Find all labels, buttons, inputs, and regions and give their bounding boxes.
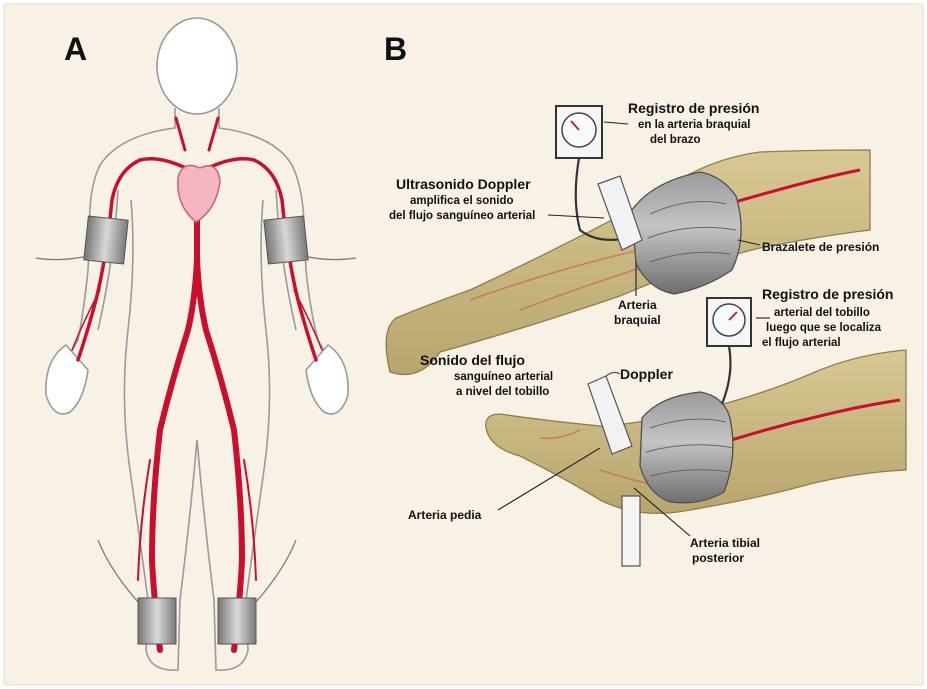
label-registro-braquial-line2: del brazo xyxy=(650,133,700,147)
head xyxy=(157,18,237,114)
label-arteria-braquial-line2: braquial xyxy=(614,313,661,327)
label-registro-tobillo-title: Registro de presión xyxy=(762,286,893,302)
label-arteria-tibial-line2: posterior xyxy=(692,551,744,565)
label-sonido-flujo-line2: a nivel del tobillo xyxy=(456,385,549,399)
panel-b-letter: B xyxy=(384,32,407,66)
label-arteria-tibial-line1: Arteria tibial xyxy=(690,536,760,550)
label-arteria-pedia: Arteria pedia xyxy=(408,508,481,522)
label-arteria-braquial-line1: Arteria xyxy=(618,298,657,312)
arm-gauge xyxy=(556,106,602,158)
label-sonido-flujo-title: Sonido del flujo xyxy=(420,352,525,368)
label-ultrasonido-line2: del flujo sanguíneo arterial xyxy=(389,209,535,223)
foot-doppler-probe xyxy=(622,496,640,566)
label-doppler: Doppler xyxy=(620,366,673,382)
label-registro-tobillo-line2: luego que se localiza xyxy=(766,321,881,335)
label-ultrasonido-title: Ultrasonido Doppler xyxy=(396,176,531,192)
ankle-gauge xyxy=(707,298,751,346)
label-brazalete: Brazalete de presión xyxy=(762,240,879,254)
leg-cuff xyxy=(640,392,733,503)
label-ultrasonido-line1: amplifica el sonido xyxy=(410,194,514,208)
label-registro-tobillo-line1: arterial del tobillo xyxy=(774,306,870,320)
label-sonido-flujo-line1: sanguíneo arterial xyxy=(454,370,553,384)
panel-a-letter: A xyxy=(64,32,87,66)
label-registro-braquial-line1: en la arteria braquial xyxy=(638,118,751,132)
label-registro-tobillo-line3: el flujo arterial xyxy=(762,336,841,350)
label-registro-braquial-title: Registro de presión xyxy=(628,100,759,116)
